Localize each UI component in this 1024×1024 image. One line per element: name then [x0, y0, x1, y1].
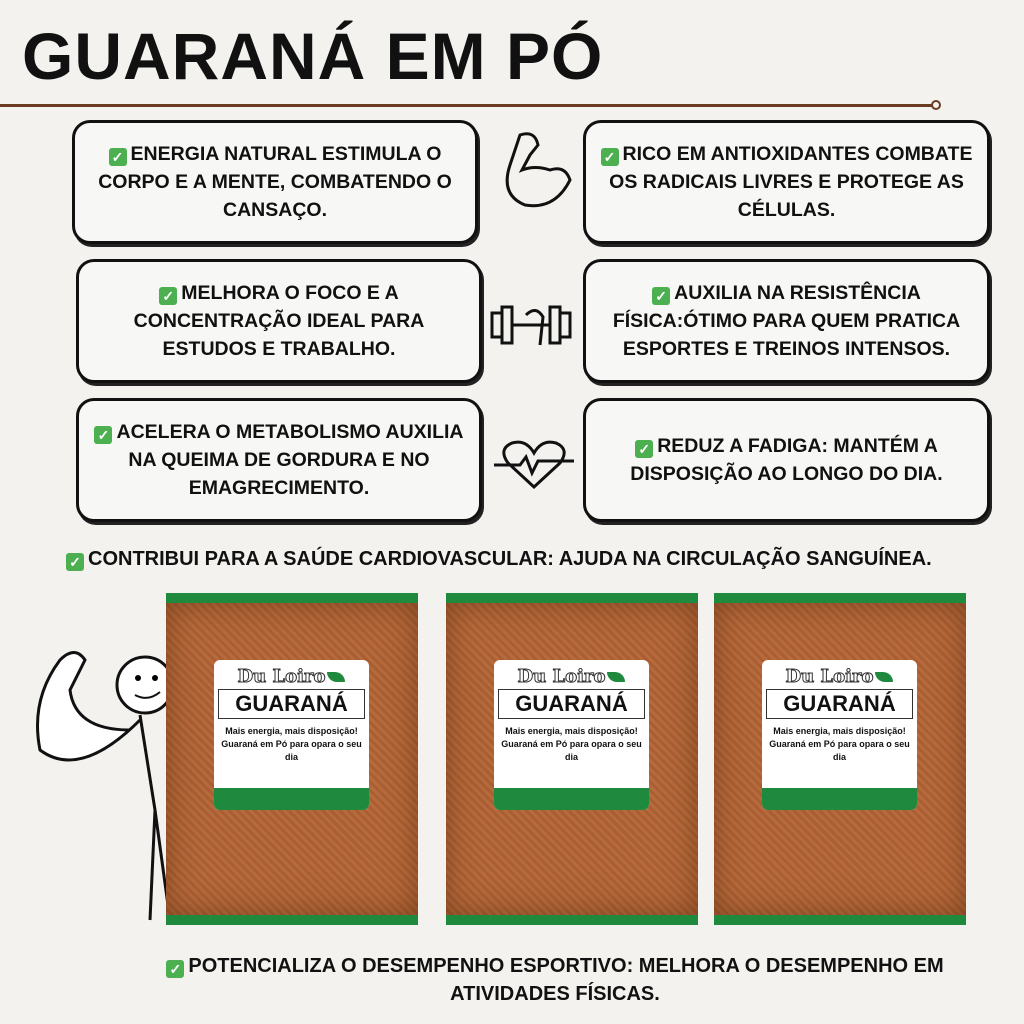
benefit-focus: ✓MELHORA O FOCO E A CONCENTRAÇÃO IDEAL P… — [76, 259, 482, 383]
check-icon: ✓ — [600, 148, 619, 166]
check-icon: ✓ — [108, 148, 127, 166]
benefit-text: MELHORA O FOCO E A CONCENTRAÇÃO IDEAL PA… — [133, 282, 425, 360]
benefit-metabolism: ✓ACELERA O METABOLISMO AUXILIA NA QUEIMA… — [76, 398, 482, 522]
check-icon: ✓ — [94, 426, 113, 444]
benefit-text: CONTRIBUI PARA A SAÚDE CARDIOVASCULAR: A… — [88, 548, 932, 570]
product-name: GUARANÁ — [766, 689, 913, 719]
check-icon: ✓ — [159, 287, 178, 305]
benefit-text: POTENCIALIZA O DESEMPENHO ESPORTIVO: MEL… — [188, 955, 944, 1005]
benefit-text: ACELERA O METABOLISMO AUXILIA NA QUEIMA … — [116, 421, 464, 499]
divider — [0, 104, 934, 107]
benefit-resistance: ✓AUXILIA NA RESISTÊNCIA FÍSICA:ÓTIMO PAR… — [583, 259, 990, 383]
check-icon: ✓ — [635, 440, 654, 458]
benefit-fatigue: ✓REDUZ A FADIGA: MANTÉM A DISPOSIÇÃO AO … — [583, 398, 990, 522]
benefit-text: ENERGIA NATURAL ESTIMULA O CORPO E A MEN… — [98, 143, 452, 221]
dumbbell-hand-icon — [490, 305, 572, 346]
benefit-text: AUXILIA NA RESISTÊNCIA FÍSICA:ÓTIMO PARA… — [612, 282, 961, 360]
product-description: Mais energia, mais disposição! Guaraná e… — [221, 726, 362, 762]
stick-figure-flexing-icon — [36, 651, 175, 921]
divider-end-dot — [931, 100, 941, 110]
heart-dumbbell-icon — [494, 440, 574, 490]
check-icon: ✓ — [66, 553, 84, 571]
product-description: Mais energia, mais disposição! Guaraná e… — [501, 726, 642, 762]
page-title: GUARANÁ EM PÓ — [22, 19, 604, 93]
product-description: Mais energia, mais disposição! Guaraná e… — [769, 726, 910, 762]
brand-logo: Du Loiro — [762, 666, 917, 688]
product-name: GUARANÁ — [498, 689, 645, 719]
benefit-sport: ✓POTENCIALIZA O DESEMPENHO ESPORTIVO: ME… — [130, 952, 980, 1008]
benefit-energy: ✓ENERGIA NATURAL ESTIMULA O CORPO E A ME… — [72, 120, 478, 244]
benefit-antioxidants: ✓RICO EM ANTIOXIDANTES COMBATE OS RADICA… — [583, 120, 990, 244]
check-icon: ✓ — [652, 287, 671, 305]
brand-logo: Du Loiro — [214, 666, 369, 688]
check-icon: ✓ — [166, 960, 185, 978]
flexed-arm-icon — [505, 132, 572, 208]
brand-logo: Du Loiro — [494, 666, 649, 688]
benefit-text: REDUZ A FADIGA: MANTÉM A DISPOSIÇÃO AO L… — [630, 435, 943, 485]
benefit-text: RICO EM ANTIOXIDANTES COMBATE OS RADICAI… — [609, 143, 973, 221]
benefit-cardio: ✓CONTRIBUI PARA A SAÚDE CARDIOVASCULAR: … — [66, 548, 996, 571]
product-name: GUARANÁ — [218, 689, 365, 719]
